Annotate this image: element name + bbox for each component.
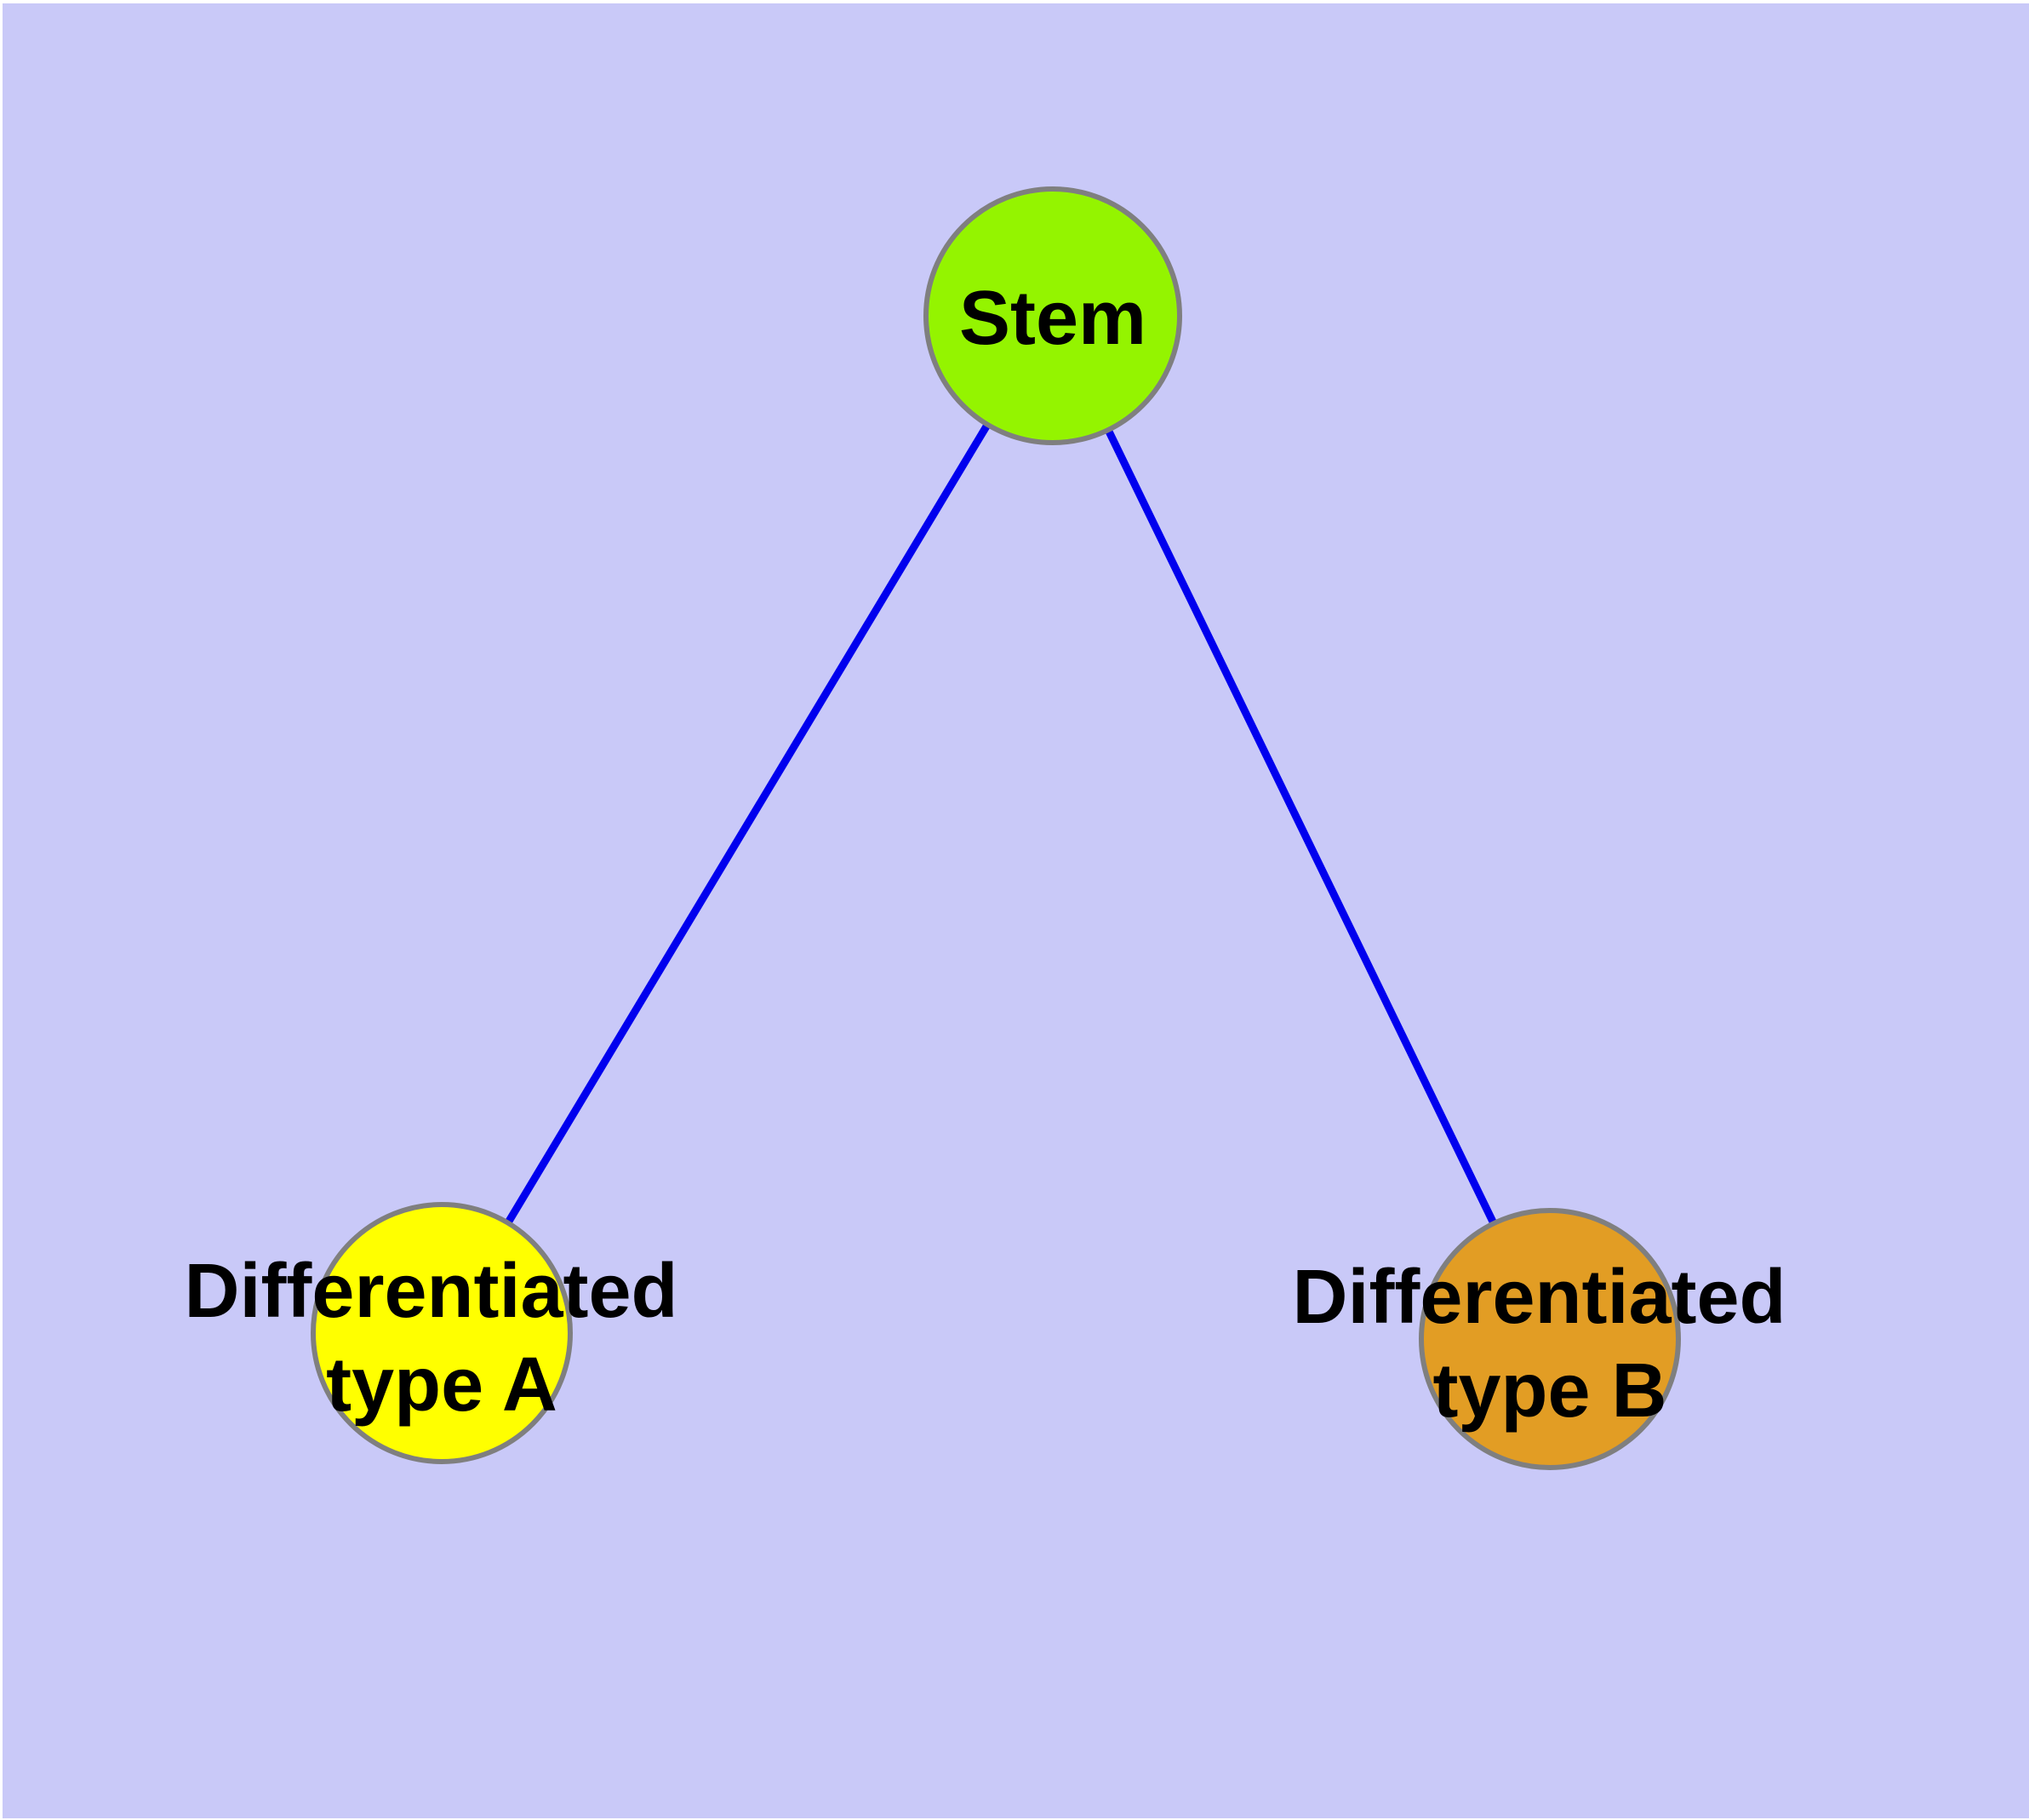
node-type-a-label-line1: Differentiated: [184, 1249, 677, 1334]
node-stem: Stem: [923, 186, 1182, 445]
node-differentiated-type-a: Differentiated type A: [184, 1202, 699, 1464]
edge-group: [438, 313, 1554, 1341]
node-type-a-label: Differentiated type A: [184, 1249, 699, 1428]
node-type-b-circle: [1419, 1208, 1681, 1470]
edge-stem-to-type-a: [438, 313, 1056, 1336]
node-differentiated-type-b: Differentiated type B: [1292, 1208, 1807, 1470]
node-type-b-label-line2: type B: [1432, 1348, 1666, 1434]
node-type-a-circle: [311, 1202, 573, 1464]
node-type-b-label: Differentiated type B: [1292, 1255, 1807, 1434]
edge-stem-to-type-b: [1049, 314, 1554, 1341]
node-type-a-label-line2: type A: [326, 1342, 557, 1428]
node-stem-circle: [923, 186, 1182, 445]
node-stem-label: Stem: [959, 276, 1146, 361]
node-type-b-label-line1: Differentiated: [1292, 1255, 1786, 1340]
